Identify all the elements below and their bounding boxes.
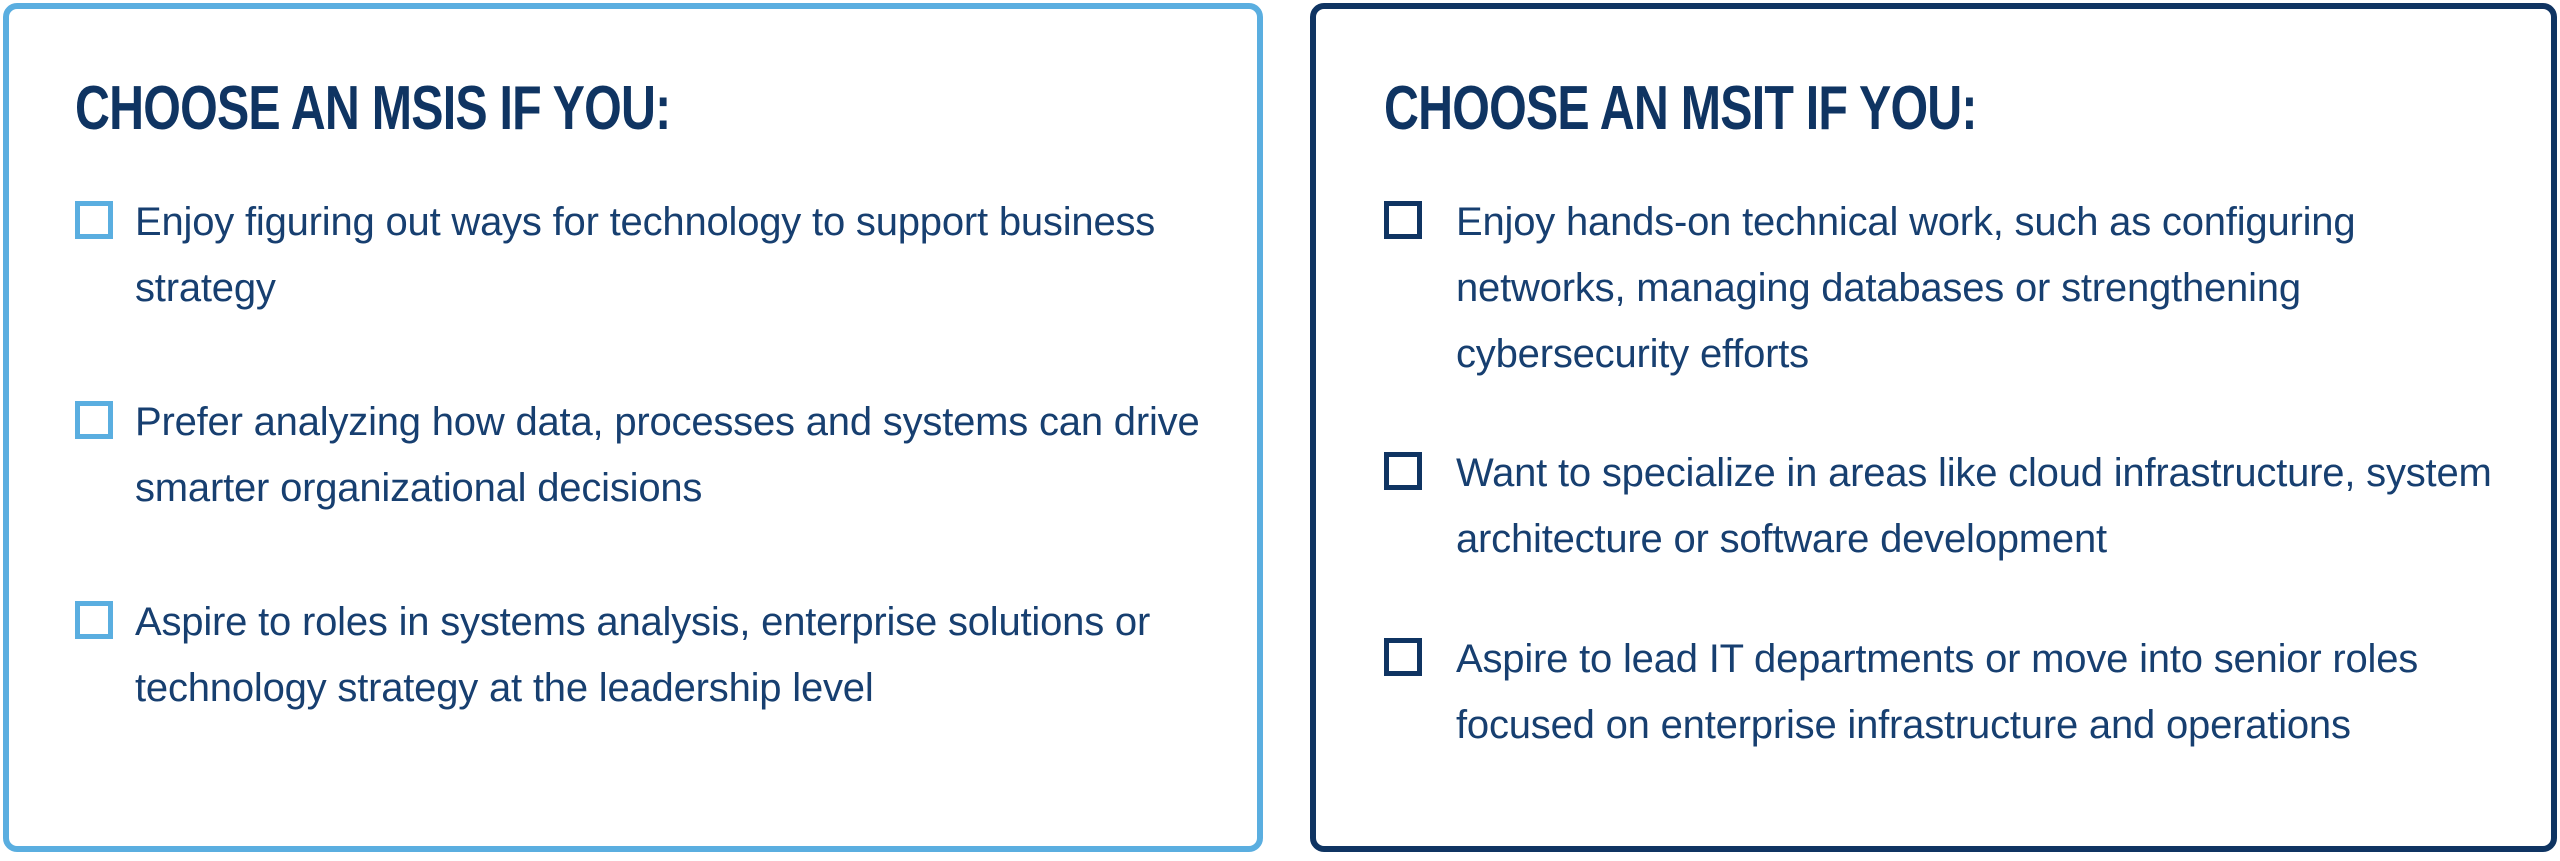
checkbox-icon [1384, 638, 1422, 676]
msit-item-text: Enjoy hands-on technical work, such as c… [1456, 200, 2356, 376]
checkbox-icon [75, 601, 113, 639]
msis-item-text: Prefer analyzing how data, processes and… [135, 400, 1200, 510]
msit-item-text: Aspire to lead IT departments or move in… [1456, 637, 2419, 747]
checkbox-icon [1384, 201, 1422, 239]
checkbox-icon [1384, 452, 1422, 490]
msit-item-text: Want to specialize in areas like cloud i… [1456, 451, 2492, 561]
msit-card: CHOOSE AN MSIT IF YOU: Enjoy hands-on te… [1310, 3, 2557, 852]
checkbox-icon [75, 201, 113, 239]
msis-item-text: Aspire to roles in systems analysis, ent… [135, 600, 1151, 710]
msis-card: CHOOSE AN MSIS IF YOU: Enjoy figuring ou… [3, 3, 1263, 852]
msis-item-text: Enjoy figuring out ways for technology t… [135, 200, 1156, 310]
checkbox-icon [75, 401, 113, 439]
msis-card-title: CHOOSE AN MSIS IF YOU: [75, 74, 671, 143]
msit-card-title: CHOOSE AN MSIT IF YOU: [1384, 74, 1978, 143]
